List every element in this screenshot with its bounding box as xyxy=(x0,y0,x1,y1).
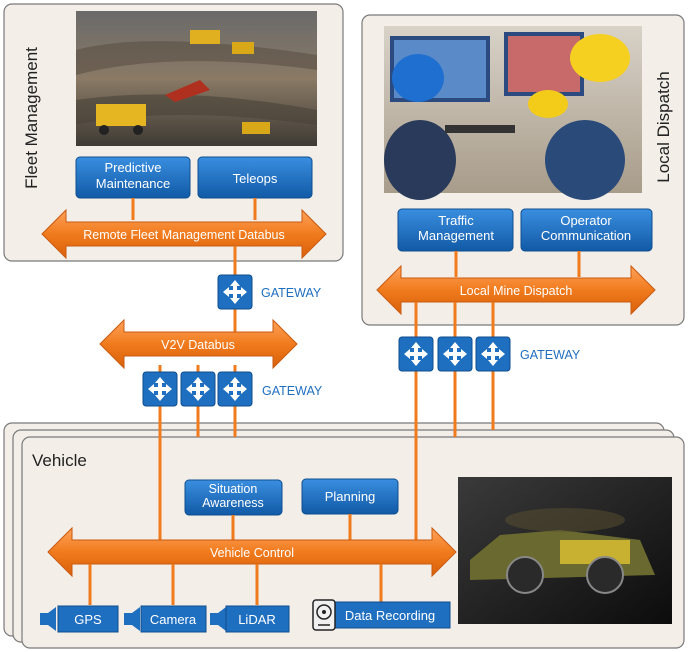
gateway-icon xyxy=(217,274,253,310)
vehicle-control-label: Vehicle Control xyxy=(210,546,294,560)
v2v-databus-label: V2V Databus xyxy=(161,338,235,352)
gateway-label-v2v: GATEWAY xyxy=(262,384,323,398)
local-dispatch-title: Local Dispatch xyxy=(654,71,673,183)
gateway-icon xyxy=(180,371,216,407)
gateway-label-dispatch: GATEWAY xyxy=(520,348,581,362)
open-pit-mine-photo xyxy=(76,11,317,146)
gateway-icon xyxy=(142,371,178,407)
fleet-management-title: Fleet Management xyxy=(22,47,41,189)
local-mine-dispatch-label: Local Mine Dispatch xyxy=(460,284,573,298)
underground-loader-photo xyxy=(458,477,672,624)
camera-sensor-label: Camera xyxy=(150,612,197,627)
dispatch-operators-photo xyxy=(384,26,642,200)
teleops-button[interactable]: Teleops xyxy=(233,171,278,186)
gateway-icon xyxy=(217,371,253,407)
data-recording-label: Data Recording xyxy=(345,608,435,623)
gateway-label-top: GATEWAY xyxy=(261,286,322,300)
hard-drive-icon xyxy=(312,599,336,631)
planning-button[interactable]: Planning xyxy=(325,489,376,504)
v2v-databus: V2V Databus xyxy=(99,318,298,370)
gps-sensor-label: GPS xyxy=(74,612,102,627)
gateways: GATEWAY GATEWAY GATEWAY xyxy=(142,274,581,407)
lidar-sensor-label: LiDAR xyxy=(238,612,276,627)
vehicle-title: Vehicle xyxy=(32,451,87,470)
remote-fleet-databus-label: Remote Fleet Management Databus xyxy=(83,228,285,242)
gateway-icon xyxy=(437,336,473,372)
gateway-icon xyxy=(475,336,511,372)
gateway-icon xyxy=(398,336,434,372)
